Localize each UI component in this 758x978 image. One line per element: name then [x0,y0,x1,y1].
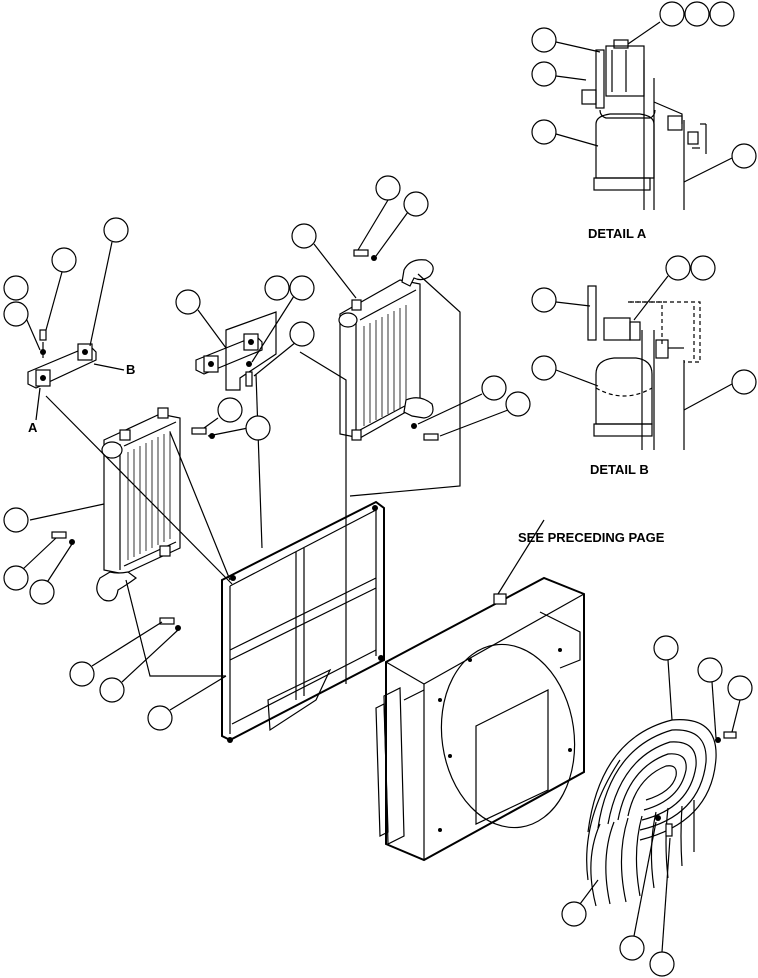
left-cooler-core [96,407,181,602]
right-cooler-core [338,259,434,441]
see-preceding-page-label: SEE PRECEDING PAGE [518,530,665,545]
center-mount-bracket [195,311,277,391]
radiator-shroud-assembly: SEE PRECEDING PAGE [375,519,665,862]
mounting-frame [221,500,385,743]
callout-bubbles [3,1,757,977]
left-mount-bracket: A B [27,329,135,435]
marker-a: A [28,420,38,435]
core-hardware [51,249,439,631]
detail-a-view: DETAIL A [581,39,707,241]
fan-guard [586,719,737,907]
marker-b: B [126,362,135,377]
assembly-lines [45,273,461,684]
detail-a-label: DETAIL A [588,226,647,241]
detail-b-label: DETAIL B [590,462,649,477]
detail-b-view: DETAIL B [587,285,701,477]
